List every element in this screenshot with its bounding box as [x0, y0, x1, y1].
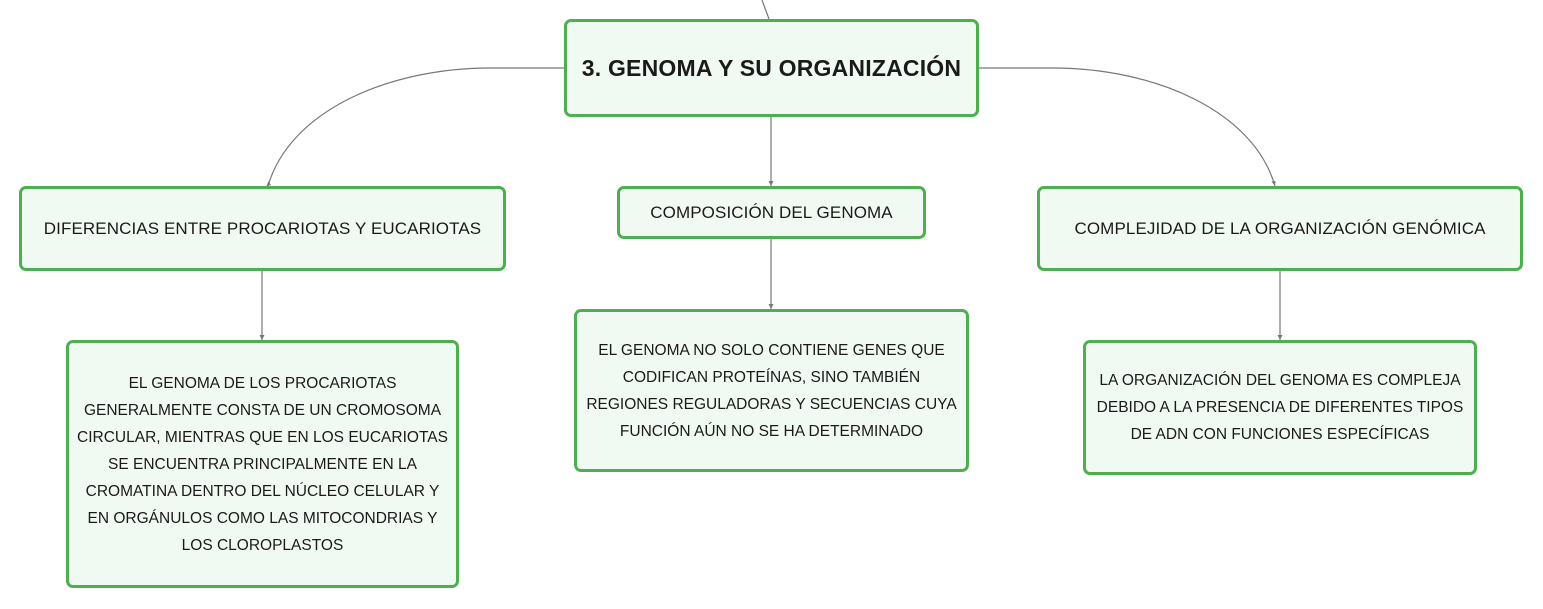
topic-composicion[interactable]: COMPOSICIÓN DEL GENOMA — [617, 186, 926, 239]
subtopic-composicion-detail[interactable]: EL GENOMA NO SOLO CONTIENE GENES QUE COD… — [574, 309, 969, 472]
subtopic-complejidad-text: LA ORGANIZACIÓN DEL GENOMA ES COMPLEJA D… — [1096, 372, 1464, 443]
arrowhead-left-detail — [259, 335, 265, 340]
arrowhead-right-detail — [1277, 335, 1283, 340]
root-topic-label: 3. GENOMA Y SU ORGANIZACIÓN — [581, 54, 962, 81]
subtopic-diferencias-text: EL GENOMA DE LOS PROCARIOTAS GENERALMENT… — [77, 374, 448, 554]
topic-composicion-label: COMPOSICIÓN DEL GENOMA — [650, 202, 893, 222]
arrowhead-center-detail — [768, 304, 774, 309]
topic-complejidad-label: COMPLEJIDAD DE LA ORGANIZACIÓN GENÓMICA — [1074, 218, 1486, 238]
topic-diferencias-label: DIFERENCIAS ENTRE PROCARIOTAS Y EUCARIOT… — [43, 218, 482, 238]
connector-root-left — [267, 67, 564, 187]
topic-complejidad[interactable]: COMPLEJIDAD DE LA ORGANIZACIÓN GENÓMICA — [1037, 186, 1523, 271]
arrowhead-left-branch — [266, 181, 271, 186]
arrowhead-right-branch — [1271, 181, 1276, 186]
root-topic[interactable]: 3. GENOMA Y SU ORGANIZACIÓN — [564, 19, 979, 117]
subtopic-composicion-text: EL GENOMA NO SOLO CONTIENE GENES QUE COD… — [586, 341, 957, 440]
connector-incoming — [761, 0, 770, 20]
arrowhead-center-branch — [768, 181, 774, 186]
subtopic-diferencias-detail[interactable]: EL GENOMA DE LOS PROCARIOTAS GENERALMENT… — [66, 340, 459, 588]
connector-root-right — [979, 67, 1276, 187]
topic-diferencias[interactable]: DIFERENCIAS ENTRE PROCARIOTAS Y EUCARIOT… — [19, 186, 506, 271]
subtopic-complejidad-detail[interactable]: LA ORGANIZACIÓN DEL GENOMA ES COMPLEJA D… — [1083, 340, 1477, 475]
